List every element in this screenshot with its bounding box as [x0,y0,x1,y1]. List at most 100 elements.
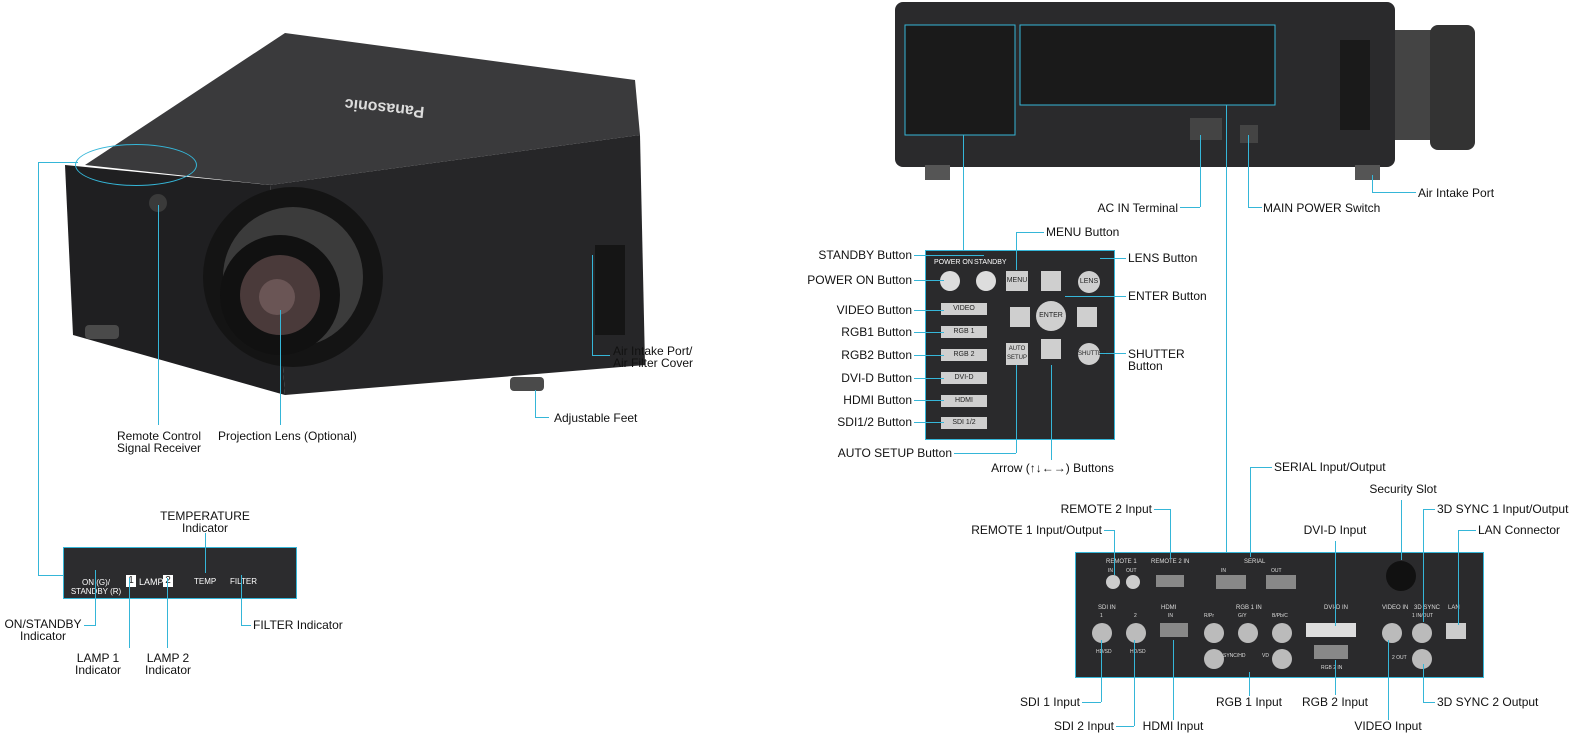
control-power-on-label: POWER ON [934,259,973,266]
input-key-hdmi[interactable]: HDMI [941,395,987,407]
terminal-sub-sdi1: 1 [1100,613,1103,619]
control-panel: POWER ON STANDBY MENU LENS ENTER SHUTTER… [925,250,1115,440]
terminal-group-video: VIDEO IN [1382,605,1409,611]
terminal-group-lan: LAN [1448,605,1460,611]
auto-setup-key[interactable]: AUTO SETUP [1006,343,1028,365]
terminal-sub-out-2: OUT [1271,568,1282,574]
power-on-key[interactable] [940,271,960,291]
remote2-port [1156,575,1184,587]
terminal-sub-3d1: 1 IN/OUT [1412,613,1434,619]
label-lan-connector: LAN Connector [1478,523,1561,537]
remote1-jack-out [1126,575,1140,589]
label-on-standby-indicator: ON/STANDBY Indicator [4,617,82,643]
indicator-filter: FILTER [230,577,257,586]
label-air-intake-filter: Air Intake Port/ Air Filter Cover [613,344,694,370]
serial-out-port [1266,575,1296,589]
indicator-lamp-text: LAMP [139,577,164,587]
terminal-sub-in-1: IN [1108,568,1113,574]
label-power-on-button: POWER ON Button [807,273,912,287]
label-remote1: REMOTE 1 Input/Output [971,523,1102,537]
label-video-button: VIDEO Button [836,303,912,317]
terminal-sub-rgb2in: RGB 2 IN [1321,665,1343,671]
label-video-input: VIDEO Input [1354,719,1422,733]
remote1-jack-in [1106,575,1120,589]
sdi2-bnc [1126,623,1146,643]
label-dvid-input: DVI-D Input [1303,523,1367,537]
enter-key[interactable]: ENTER [1036,301,1066,331]
terminal-sub-hdsd-2: HD/SD [1130,649,1146,655]
terminal-group-3dsync: 3D SYNC [1414,605,1441,611]
sync3d-2-bnc [1412,649,1432,669]
input-key-sdi[interactable]: SDI 1/2 [941,417,987,429]
label-serial: SERIAL Input/Output [1274,460,1386,474]
shutter-key[interactable]: SHUTTER [1078,343,1106,365]
label-lamp2-indicator: LAMP 2 Indicator [144,651,192,677]
label-auto-setup-button: AUTO SETUP Button [837,446,952,460]
terminal-group-remote1: REMOTE 1 [1106,559,1137,565]
terminal-sub-in-2: IN [1221,568,1226,574]
control-standby-label: STANDBY [974,259,1007,266]
label-sdi1-input: SDI 1 Input [1019,695,1080,709]
dvid-port [1306,623,1356,637]
label-arrow-buttons: Arrow (↑↓←→) Buttons [991,461,1114,475]
rgb1-g-bnc [1238,623,1258,643]
arrow-up-key[interactable] [1041,271,1061,291]
label-shutter-button: SHUTTER Button [1128,347,1185,373]
input-key-dvid[interactable]: DVI-D [941,372,987,384]
terminal-sub-rpr: R/Pr [1204,613,1214,619]
label-hdmi-button: HDMI Button [843,393,912,407]
serial-in-port [1216,575,1246,589]
label-rgb1-button: RGB1 Button [841,325,912,339]
sync3d-1-bnc [1412,623,1432,643]
label-rgb1-input: RGB 1 Input [1215,695,1283,709]
label-sdi2-input: SDI 2 Input [1053,719,1114,733]
standby-key[interactable] [976,271,996,291]
lan-port [1446,623,1466,639]
input-key-video[interactable]: VIDEO [941,303,987,315]
label-menu-button: MENU Button [1046,225,1120,239]
rgb1-hd-bnc [1204,649,1224,669]
label-sdi-button: SDI1/2 Button [837,415,912,429]
terminal-panel: REMOTE 1 REMOTE 2 IN SERIAL SDI IN HDMI … [1075,552,1484,678]
label-dvid-button: DVI-D Button [841,371,912,385]
arrow-down-key[interactable] [1041,339,1061,359]
label-temperature-indicator: TEMPERATURE Indicator [160,509,250,535]
label-rgb2-button: RGB2 Button [841,348,912,362]
label-lens-button: LENS Button [1128,251,1198,265]
indicator-panel: ON (G)/ STANDBY (R) 1 LAMP 2 TEMP FILTER [63,547,297,599]
security-slot [1386,561,1416,591]
terminal-group-remote2: REMOTE 2 IN [1151,559,1190,565]
terminal-sub-gy: G/Y [1238,613,1247,619]
input-key-rgb1[interactable]: RGB 1 [941,326,987,338]
label-main-power: MAIN POWER Switch [1263,201,1381,215]
label-adjustable-feet: Adjustable Feet [554,411,638,425]
hdmi-port [1160,623,1188,637]
label-ac-in: AC IN Terminal [1097,201,1178,215]
projector-front-illustration: Panasonic [65,33,645,395]
lens-key[interactable]: LENS [1078,271,1100,293]
label-standby-button: STANDBY Button [818,248,912,262]
terminal-sub-sdi2: 2 [1134,613,1137,619]
terminal-sub-hdmi-in: IN [1168,613,1173,619]
projector-rear-illustration [895,2,1475,180]
terminal-group-dvid: DVI-D IN [1324,605,1348,611]
label-air-intake: Air Intake Port [1418,186,1495,200]
label-3dsync2: 3D SYNC 2 Output [1437,695,1539,709]
arrow-right-key[interactable] [1077,307,1097,327]
label-security-slot: Security Slot [1369,482,1437,496]
menu-key[interactable]: MENU [1006,271,1028,291]
terminal-sub-3d2: 2 OUT [1392,655,1407,661]
terminal-sub-out-1: OUT [1126,568,1137,574]
input-key-rgb2[interactable]: RGB 2 [941,349,987,361]
terminal-sub-vd: VD [1262,653,1269,659]
indicator-temp: TEMP [194,577,217,586]
arrow-left-key[interactable] [1010,307,1030,327]
terminal-group-hdmi: HDMI [1161,605,1177,611]
indicator-on-standby: ON (G)/ STANDBY (R) [70,578,122,596]
sdi1-bnc [1092,623,1112,643]
label-enter-button: ENTER Button [1128,289,1207,303]
indicator-lamp1-num: 1 [126,575,136,587]
label-lamp1-indicator: LAMP 1 Indicator [74,651,122,677]
indicator-highlight-ellipse [75,144,197,186]
